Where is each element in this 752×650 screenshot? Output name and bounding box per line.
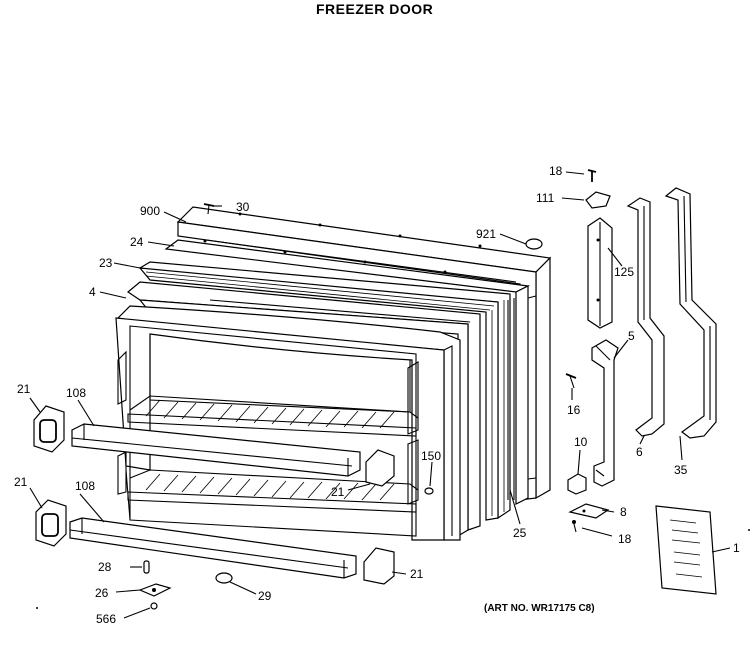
handle-clip — [568, 503, 610, 519]
callout-26: 26 — [95, 586, 109, 600]
callout-125: 125 — [614, 265, 634, 279]
callout-25: 25 — [513, 526, 527, 540]
speck — [748, 529, 750, 531]
callout-108-upper: 108 — [66, 386, 86, 400]
callout-28: 28 — [98, 560, 112, 574]
art-number: (ART NO. WR17175 C8) — [484, 603, 595, 614]
callout-labels: 18 111 30 900 921 24 125 23 4 5 21 108 1… — [14, 164, 740, 626]
callout-10: 10 — [574, 435, 588, 449]
callout-108-lower: 108 — [75, 479, 95, 493]
pin-28 — [143, 560, 150, 574]
callout-1: 1 — [733, 541, 740, 555]
hinge-side-strip — [507, 298, 515, 500]
end-cap-upper-left — [33, 405, 65, 453]
handle-cap — [585, 191, 611, 209]
callout-921: 921 — [476, 227, 496, 241]
callout-16: 16 — [567, 403, 581, 417]
callout-900: 900 — [140, 204, 160, 218]
shelf-bar-lower — [69, 517, 357, 579]
screw-566 — [150, 602, 158, 610]
handle-long-left — [626, 197, 665, 437]
callout-150: 150 — [421, 449, 441, 463]
callout-8: 8 — [620, 505, 627, 519]
callout-21-lower-left: 21 — [14, 475, 28, 489]
owners-manual — [655, 505, 717, 595]
screw-handle — [565, 373, 577, 389]
handle-body — [591, 339, 619, 487]
end-cap-lower-left — [35, 499, 67, 547]
screw-bottom — [572, 520, 577, 533]
end-cap-lower-right — [363, 547, 395, 585]
callout-111: 111 — [536, 191, 555, 205]
screw-150 — [424, 487, 434, 495]
callout-29: 29 — [258, 589, 272, 603]
hinge-plate-26 — [138, 583, 172, 597]
handle-long-right — [664, 187, 717, 439]
callout-30: 30 — [236, 200, 250, 214]
leader-lines — [29, 171, 731, 619]
door-liner — [115, 305, 461, 541]
handle-trim-strip — [587, 217, 613, 329]
end-cap-upper-right — [365, 449, 395, 487]
callout-23: 23 — [99, 256, 113, 270]
handle-shim — [567, 473, 587, 495]
callout-18-bottom: 18 — [618, 532, 632, 546]
callout-4: 4 — [89, 285, 96, 299]
door-gasket — [138, 261, 511, 521]
shelf-bar-upper — [71, 423, 361, 477]
callout-21-lower-right: 21 — [410, 567, 424, 581]
callout-21-upper-left: 21 — [17, 382, 31, 396]
bushing-29 — [215, 572, 233, 584]
callout-6: 6 — [636, 445, 643, 459]
plug-button — [525, 238, 543, 250]
callout-24: 24 — [130, 235, 144, 249]
outer-door-panel — [176, 206, 552, 501]
screw-top — [587, 169, 597, 182]
callout-35: 35 — [674, 463, 688, 477]
callout-566: 566 — [96, 612, 116, 626]
callout-5: 5 — [628, 329, 635, 343]
callout-18-top: 18 — [549, 164, 563, 178]
speck — [36, 607, 38, 609]
diagram-title: FREEZER DOOR — [316, 1, 434, 17]
callout-21-middle: 21 — [331, 485, 345, 499]
breaker-strip — [164, 239, 531, 505]
